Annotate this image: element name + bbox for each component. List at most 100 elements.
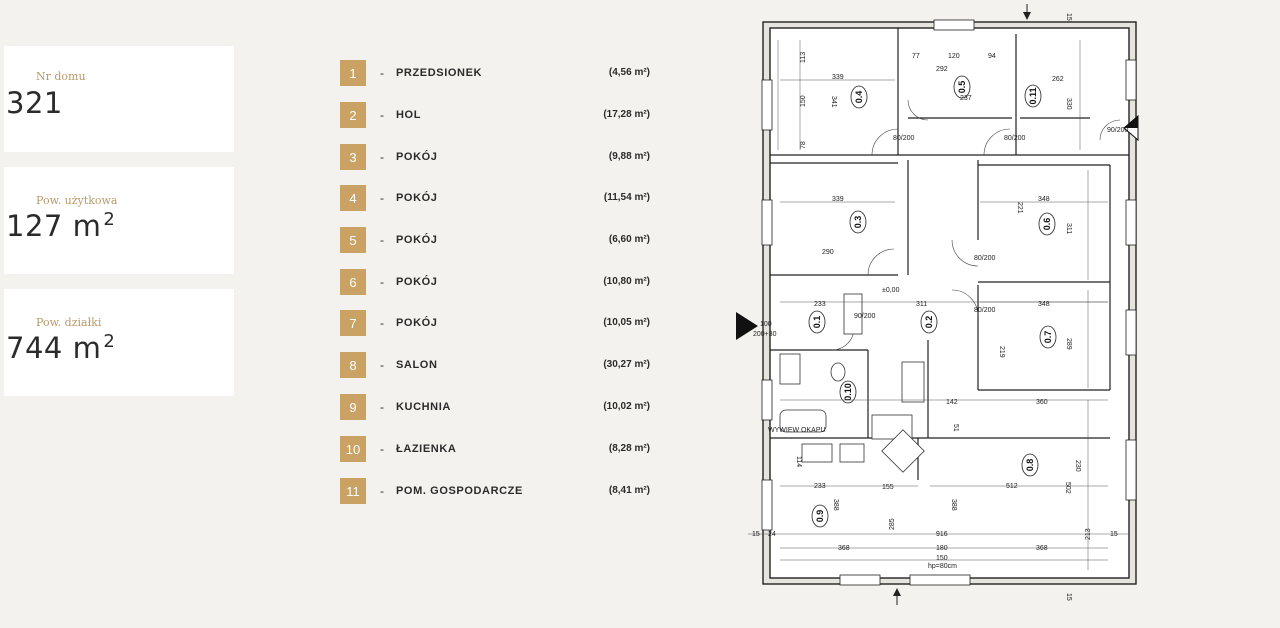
room-area: (11,54 m²): [603, 192, 650, 203]
plot-area-label: Pow. działki: [36, 316, 102, 329]
dim-text: 142: [946, 399, 958, 406]
dim-text: 368: [838, 545, 850, 552]
room-marker: [1039, 325, 1057, 349]
room-number-badge: 7: [340, 310, 366, 336]
dim-text: 80/200: [1004, 135, 1026, 142]
dim-text: 90/200: [854, 313, 876, 320]
room-dash: -: [380, 442, 384, 456]
room-marker: [849, 210, 867, 234]
room-marker: [839, 380, 857, 404]
room-label: 0.9: [815, 510, 825, 523]
room-dash: -: [380, 275, 384, 289]
dim-text: 24: [768, 531, 776, 538]
dim-text: 289: [1065, 338, 1072, 350]
room-number-badge: 9: [340, 394, 366, 420]
dim-text: 233: [814, 483, 826, 490]
dim-text: 348: [1038, 196, 1050, 203]
dim-text: 15: [752, 531, 760, 538]
room-label: 0.7: [1043, 331, 1053, 344]
room-dash: -: [380, 150, 384, 164]
dim-text: 78: [800, 141, 807, 149]
room-name: HOL: [396, 109, 422, 121]
fixtures: [779, 293, 925, 473]
room-marker: [953, 75, 971, 99]
room-number-badge: 8: [340, 352, 366, 378]
room-item: 11 - POM. GOSPODARCZE (8,41 m²): [340, 478, 660, 504]
room-area: (10,80 m²): [603, 276, 650, 287]
dim-text: 512: [1006, 483, 1018, 490]
room-number-badge: 1: [340, 60, 366, 86]
room-number-badge: 6: [340, 269, 366, 295]
dim-text: 219: [998, 346, 1005, 358]
room-item: 1 - PRZEDSIONEK (4,56 m²): [340, 60, 660, 86]
room-number-badge: 10: [340, 436, 366, 462]
dim-text: 292: [936, 66, 948, 73]
dim-text: 311: [916, 301, 927, 308]
room-area: (10,05 m²): [603, 317, 650, 328]
house-number-label: Nr domu: [36, 70, 86, 83]
room-label: 0.5: [957, 81, 967, 94]
room-label: 0.3: [853, 216, 863, 229]
room-markers: [808, 75, 1057, 528]
room-area: (8,28 m²): [608, 443, 650, 454]
dim-text: 51: [952, 424, 959, 432]
room-marker: [1038, 212, 1056, 236]
dim-text: 213: [1085, 528, 1092, 540]
dim-text: 339: [832, 196, 844, 203]
room-name: PRZEDSIONEK: [396, 67, 483, 79]
usable-area-label: Pow. użytkowa: [36, 194, 118, 207]
dimension-lines: [748, 40, 1130, 570]
room-item: 5 - POKÓJ (6,60 m²): [340, 227, 660, 253]
dim-text: 916: [936, 531, 948, 538]
room-dash: -: [380, 484, 384, 498]
dim-text: 80/200: [974, 307, 996, 314]
dim-text: 230: [1074, 460, 1081, 472]
dim-text: 15: [1065, 13, 1072, 21]
dim-text: 341: [830, 96, 837, 108]
section-arrow-top-head: [1023, 12, 1031, 20]
dim-text: 90/200: [1107, 127, 1129, 134]
room-marker: [808, 310, 826, 334]
room-dash: -: [380, 191, 384, 205]
room-number-badge: 5: [340, 227, 366, 253]
dim-text: hp=80cm: [928, 563, 957, 570]
dim-text: 368: [1036, 545, 1048, 552]
room-item: 7 - POKÓJ (10,05 m²): [340, 310, 660, 336]
room-name: ŁAZIENKA: [396, 443, 457, 455]
partition-walls: [770, 28, 1129, 480]
room-item: 3 - POKÓJ (9,88 m²): [340, 144, 660, 170]
room-label: 0.4: [854, 91, 864, 104]
dim-text: 155: [882, 484, 894, 491]
dim-text: 80/200: [974, 255, 996, 262]
room-marker: [850, 85, 868, 109]
room-label: 0.11: [1028, 87, 1038, 104]
room-number-badge: 4: [340, 185, 366, 211]
dim-text: 339: [832, 74, 844, 81]
room-name: POKÓJ: [396, 317, 438, 329]
room-area: (6,60 m²): [608, 234, 650, 245]
dim-text: 262: [1052, 76, 1064, 83]
dim-text: ±0,00: [882, 287, 900, 294]
room-dash: -: [380, 316, 384, 330]
dim-text: 150: [936, 555, 948, 562]
dim-text: 330: [1065, 98, 1072, 110]
room-dash: -: [380, 358, 384, 372]
room-name: POKÓJ: [396, 234, 438, 246]
room-item: 6 - POKÓJ (10,80 m²): [340, 269, 660, 295]
room-name: POKÓJ: [396, 276, 438, 288]
room-name: POKÓJ: [396, 151, 438, 163]
room-dash: -: [380, 400, 384, 414]
dim-text: 290: [822, 249, 834, 256]
floor-plan: 0.4 0.5 0.11 0.3 0.6 0.1 0.2 0.7 0.10 0.…: [736, 4, 1139, 605]
dim-text: 15: [1065, 593, 1072, 601]
room-name: SALON: [396, 359, 438, 371]
room-name: POM. GOSPODARCZE: [396, 485, 523, 497]
room-area: (8,41 m²): [608, 485, 650, 496]
room-label: 0.2: [924, 316, 934, 329]
dim-text: 150: [800, 95, 807, 107]
dim-text: WYWIEW OKAPU: [768, 427, 826, 434]
dim-text: 388: [832, 499, 839, 511]
